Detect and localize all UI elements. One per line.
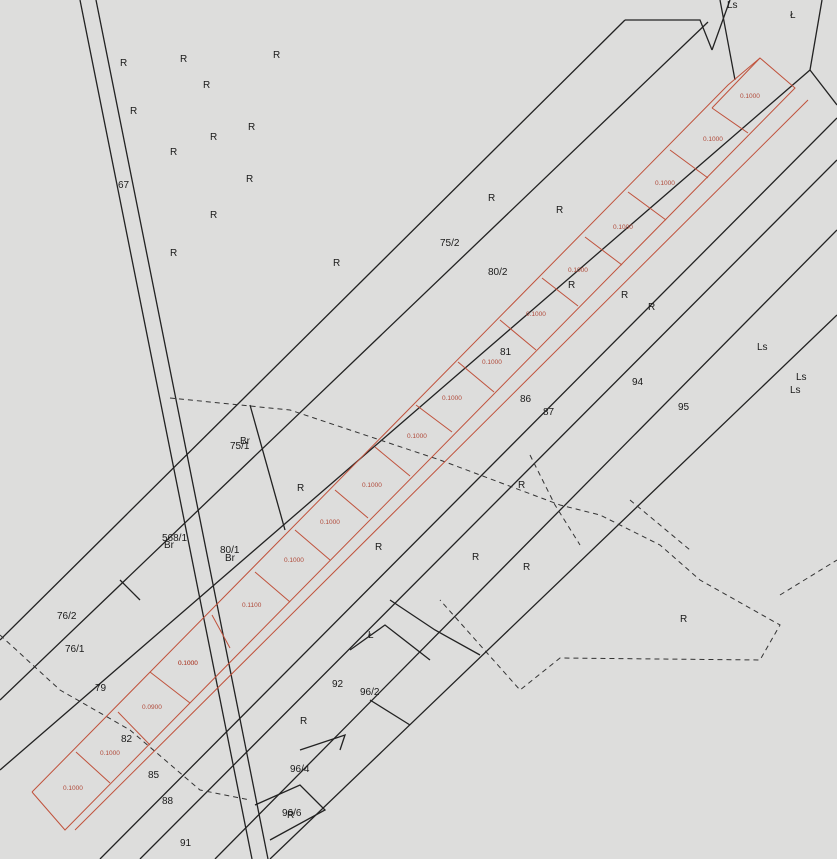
land-use-Ls: Ls xyxy=(757,342,768,353)
land-use-R: R xyxy=(203,80,210,91)
land-use-R: R xyxy=(130,106,137,117)
land-use-Ls: Ls xyxy=(796,372,807,383)
plot-area: 0.1000 xyxy=(284,557,304,564)
land-use-R: R xyxy=(648,302,655,313)
plot-area: 0.1000 xyxy=(178,660,198,667)
land-use-R: R xyxy=(300,716,307,727)
land-use-R: R xyxy=(287,810,294,821)
parcel-label: 67 xyxy=(118,180,130,191)
land-use-R: R xyxy=(170,147,177,158)
subdivision-strip xyxy=(31,57,809,831)
land-use-R: R xyxy=(523,562,530,573)
land-use-R: R xyxy=(488,193,495,204)
land-use-R: R xyxy=(246,174,253,185)
plot-area: 0.1000 xyxy=(740,93,760,100)
land-use-R: R xyxy=(621,290,628,301)
parcel-label: 96/6 xyxy=(282,808,302,819)
plot-area: 0.1000 xyxy=(63,785,83,792)
parcel-label: 88 xyxy=(162,796,174,807)
plot-area: 0.1000 xyxy=(568,267,588,274)
parcel-label: 79 xyxy=(95,683,107,694)
land-use-R: R xyxy=(518,480,525,491)
parcel-label: 80/2 xyxy=(488,267,508,278)
plot-area: 0.1000 xyxy=(482,359,502,366)
land-use-R: R xyxy=(210,210,217,221)
plot-area: 0.1000 xyxy=(442,395,462,402)
land-use-R: R xyxy=(375,542,382,553)
dashed-boundaries xyxy=(0,397,837,801)
land-use-R: R xyxy=(297,483,304,494)
parcel-label: 75/2 xyxy=(440,238,460,249)
parcel-label: 95 xyxy=(678,402,690,413)
plot-area: 0.1000 xyxy=(526,311,546,318)
plot-area: 0.1000 xyxy=(178,660,198,667)
land-use-R: R xyxy=(556,205,563,216)
land-use-R: R xyxy=(568,280,575,291)
parcel-label: 82 xyxy=(121,734,133,745)
land-use-R: R xyxy=(210,132,217,143)
plot-area: 0.1000 xyxy=(613,224,633,231)
road xyxy=(79,0,269,859)
land-use-Ls: Ls xyxy=(727,0,738,11)
land-use-R: R xyxy=(170,248,177,259)
land-use-Br: Br xyxy=(164,540,175,551)
land-use-R: R xyxy=(273,50,280,61)
parcel-label: 94 xyxy=(632,377,644,388)
parcel-label: 76/1 xyxy=(65,644,85,655)
parcel-label: 92 xyxy=(332,679,344,690)
land-use-L: Ł xyxy=(790,10,796,21)
land-use-R: R xyxy=(248,122,255,133)
plot-area-labels: 0.1000 0.1000 0.1000 0.1000 0.1000 0.100… xyxy=(63,93,760,792)
land-use-R: R xyxy=(333,258,340,269)
parcel-label: 81 xyxy=(500,347,512,358)
land-use-R: R xyxy=(680,614,687,625)
plot-area: 0.1000 xyxy=(655,180,675,187)
land-use-R: R xyxy=(180,54,187,65)
parcel-label: 80/1 xyxy=(220,545,240,556)
parcel-label: 96/2 xyxy=(360,687,380,698)
plot-area: 0.1000 xyxy=(703,136,723,143)
parcel-label: 85 xyxy=(148,770,160,781)
plot-area: 0.1100 xyxy=(242,602,262,609)
parcel-label: 96/4 xyxy=(290,764,310,775)
parcel-label: 91 xyxy=(180,838,192,849)
land-use-R: R xyxy=(472,552,479,563)
land-use-Br: Br xyxy=(225,553,236,564)
plot-area: 0.0900 xyxy=(142,704,162,711)
land-use-Br: Br xyxy=(240,436,251,447)
parcel-labels: 67 75/2 80/2 81 86 87 94 95 75/1 568/1 8… xyxy=(57,180,690,849)
parcel-label: 87 xyxy=(543,407,555,418)
plot-area: 0.1000 xyxy=(362,482,382,489)
parcel-label: 568/1 xyxy=(162,533,187,544)
plot-area: 0.1000 xyxy=(320,519,340,526)
land-use-labels: R R R R R R R R R R R R R R R R R R R R … xyxy=(120,0,807,821)
parcel-label: 86 xyxy=(520,394,532,405)
parcel-label: 76/2 xyxy=(57,611,77,622)
land-use-R: R xyxy=(120,58,127,69)
plot-area: 0.1000 xyxy=(407,433,427,440)
land-use-L: Ł xyxy=(368,630,374,641)
plot-area: 0.1000 xyxy=(100,750,120,757)
parcel-label: 75/1 xyxy=(230,441,250,452)
land-use-Ls: Ls xyxy=(790,385,801,396)
